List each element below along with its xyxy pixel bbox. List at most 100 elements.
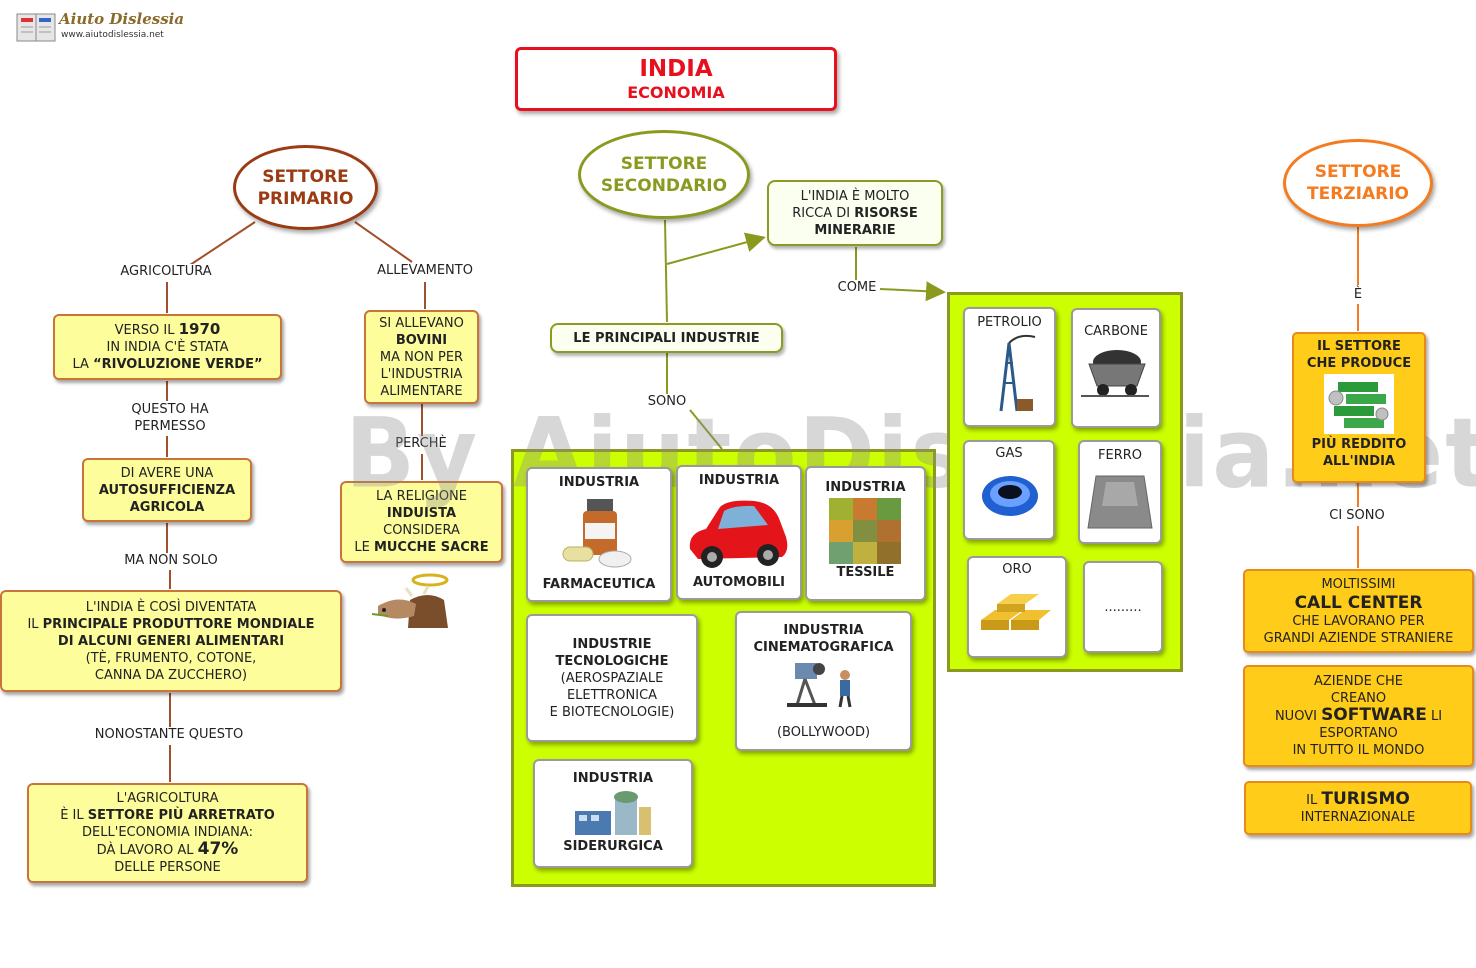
label-questo-ha: QUESTO HA PERMESSO (129, 401, 211, 435)
tess-l2: TESSILE (836, 565, 895, 580)
rv-line3: LA “RIVOLUZIONE VERDE” (73, 356, 263, 373)
card-petrolio: PETROLIO (963, 307, 1056, 427)
card-automobili: INDUSTRIA AUTOMOBILI (676, 465, 802, 600)
tur-l1a: IL (1306, 792, 1322, 808)
prod-l4: (TÈ, FRUMENTO, COTONE, (85, 650, 257, 666)
box-produttore-mondiale: L'INDIA È COSÌ DIVENTATA IL PRINCIPALE P… (0, 590, 342, 692)
label-sono: SONO (645, 394, 689, 409)
oro-label: ORO (1002, 562, 1032, 577)
rv-l1a: VERSO IL (114, 323, 179, 338)
card-carbone: CARBONE (1071, 308, 1161, 428)
label-perche: PERCHÈ (393, 436, 449, 451)
box-settore-arretrato: L'AGRICOLTURA È IL SETTORE PIÙ ARRETRATO… (27, 783, 308, 883)
rel-l4: LE MUCCHE SACRE (354, 539, 488, 556)
farma-l1: INDUSTRIA (558, 475, 640, 490)
questo-ha-l1: QUESTO HA (131, 402, 209, 417)
sw-l3c: LI (1426, 709, 1443, 724)
red-l1: IL SETTORE (1317, 339, 1401, 354)
prod-l2b: PRINCIPALE PRODUTTORE MONDIALE (42, 616, 315, 632)
sw-l2: CREANO (1330, 691, 1387, 706)
settore-secondario: SETTORE SECONDARIO (578, 130, 750, 219)
settore-primario: SETTORE PRIMARIO (233, 145, 378, 230)
cc-l2: CALL CENTER (1294, 592, 1423, 613)
card-tessile: INDUSTRIA TESSILE (805, 466, 926, 601)
sw-l3b: SOFTWARE (1321, 705, 1427, 725)
tec-l5: E BIOTECNOLOGIE) (549, 704, 675, 720)
cc-l4: GRANDI AZIENDE STRANIERE (1263, 630, 1454, 646)
tec-l3: (AEROSPAZIALE (560, 670, 664, 686)
logo[interactable]: Aiuto Dislessia www.aiutodislessia.net (15, 10, 184, 46)
altro-label: ......... (1104, 599, 1142, 615)
rel-l3: CONSIDERA (383, 523, 460, 538)
ris-l1: L'INDIA È MOLTO (800, 188, 910, 204)
box-mucche-sacre: LA RELIGIONE INDUISTA CONSIDERA LE MUCCH… (340, 481, 503, 563)
arr-l1: L'AGRICOLTURA (116, 791, 219, 806)
petrolio-label: PETROLIO (977, 315, 1042, 330)
tur-l1b: TURISMO (1321, 788, 1410, 809)
card-ferro: FERRO (1078, 440, 1162, 544)
questo-ha-l2: PERMESSO (134, 419, 206, 434)
card-cinematografica: INDUSTRIA CINEMATOGRAFICA (BOLLYWOOD) (735, 611, 912, 751)
card-altro: ......... (1083, 561, 1163, 653)
rel-l2: INDUISTA (386, 506, 457, 521)
red-l2: CHE PRODUCE (1306, 356, 1412, 371)
auto-l3: AGRICOLA (129, 499, 205, 515)
settore-terziario: SETTORE TERZIARIO (1283, 139, 1433, 227)
book-icon (16, 13, 56, 42)
tec-l4: ELETTRONICA (566, 687, 658, 703)
bov-l3: MA NON PER (379, 349, 464, 365)
title-main: INDIA (639, 56, 713, 82)
ris-l2b: RISORSE (854, 205, 918, 221)
coal-cart-icon (1081, 350, 1149, 397)
ris-l2a: RICCA DI (792, 205, 855, 221)
primario-title-2: PRIMARIO (257, 188, 354, 209)
prod-l5: CANNA DA ZUCCHERO) (94, 667, 248, 683)
terziario-title-1: SETTORE (1314, 162, 1402, 182)
primario-title-1: SETTORE (262, 166, 349, 187)
rv-line2: IN INDIA C'È STATA (106, 340, 229, 355)
box-risorse-minerarie: L'INDIA È MOLTO RICCA DI RISORSE MINERAR… (767, 180, 943, 246)
prod-l1: L'INDIA È COSÌ DIVENTATA (85, 599, 257, 615)
box-principali-industrie: LE PRINCIPALI INDUSTRIE (550, 323, 783, 353)
ris-l3: MINERARIE (814, 222, 896, 238)
label-ci-sono: CI SONO (1327, 508, 1387, 523)
oil-rig-icon (999, 334, 1036, 412)
rel-l1: LA RELIGIONE (376, 489, 467, 504)
movie-camera-icon (787, 663, 852, 708)
red-l4: ALL'INDIA (1322, 454, 1395, 469)
arr-l4: DÀ LAVORO AL 47% (97, 841, 239, 859)
auto-ind-l2: AUTOMOBILI (693, 575, 785, 590)
title-box: INDIA ECONOMIA (515, 47, 837, 111)
bov-l2: BOVINI (395, 332, 448, 348)
label-allevamento: ALLEVAMENTO (375, 263, 475, 278)
prod-l2a: IL (27, 616, 43, 632)
auto-l2: AUTOSUFFICIENZA (98, 482, 236, 498)
box-software: AZIENDE CHE CREANO NUOVI SOFTWARE LI ESP… (1243, 665, 1474, 767)
box-call-center: MOLTISSIMI CALL CENTER CHE LAVORANO PER … (1243, 569, 1474, 653)
prod-l2: IL PRINCIPALE PRODUTTORE MONDIALE (27, 616, 314, 633)
steel-plant-icon (575, 791, 651, 835)
arr-l4a: DÀ LAVORO AL (96, 843, 198, 858)
secondario-title-2: SECONDARIO (600, 175, 728, 196)
sw-l3a: NUOVI (1274, 709, 1322, 724)
car-icon (689, 500, 788, 568)
box-bovini: SI ALLEVANO BOVINI MA NON PER L'INDUSTRI… (364, 310, 479, 404)
medicine-icon (562, 499, 632, 568)
cine-l3: (BOLLYWOOD) (776, 725, 871, 740)
label-agricoltura: AGRICOLTURA (118, 264, 214, 279)
cine-l1: INDUSTRIA (783, 623, 864, 638)
bov-l1: SI ALLEVANO (379, 315, 464, 331)
bov-l5: ALIMENTARE (380, 383, 463, 399)
card-siderurgica: INDUSTRIA SIDERURGICA (533, 759, 693, 868)
ris-l2: RICCA DI RISORSE (792, 205, 918, 222)
auto-ind-l1: INDUSTRIA (698, 473, 780, 488)
bov-l4: L'INDUSTRIA (380, 366, 463, 382)
gas-flame-icon (982, 476, 1038, 516)
tec-l1: INDUSTRIE (572, 636, 652, 652)
gold-bars-icon (981, 594, 1051, 630)
label-nonostante: NONOSTANTE QUESTO (92, 727, 246, 742)
arr-l3: DELL'ECONOMIA INDIANA: (82, 825, 253, 840)
arr-l2: È IL SETTORE PIÙ ARRETRATO (60, 807, 275, 824)
label-ma-non-solo: MA NON SOLO (122, 553, 220, 568)
sid-l1: INDUSTRIA (572, 771, 654, 786)
